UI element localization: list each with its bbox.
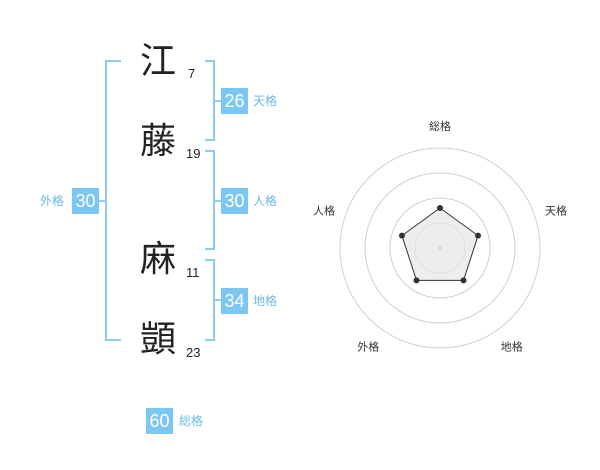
- name-char-1: 江: [140, 41, 177, 82]
- radar-label-5: 人格: [313, 203, 335, 217]
- radar-point-4: [413, 277, 420, 284]
- radar-point-2: [475, 232, 482, 239]
- jinkaku-connector: [214, 200, 222, 202]
- gaikaku-value: 30: [72, 188, 99, 214]
- chikaku-connector: [214, 299, 222, 301]
- radar-point-1: [437, 205, 443, 211]
- name-char-3: 麻: [140, 239, 177, 280]
- radar-ring-4: [339, 147, 541, 349]
- gaikaku-label: 外格: [40, 194, 65, 208]
- soukaku-label: 総格: [179, 414, 204, 428]
- radar-label-3: 地格: [501, 340, 523, 354]
- chikaku-label: 地格: [253, 294, 278, 308]
- radar-area: [401, 207, 479, 281]
- radar-label-4: 外格: [357, 340, 379, 354]
- stroke-count-1: 7: [188, 66, 196, 81]
- tenkaku-value: 26: [221, 88, 248, 114]
- radar-ring-3: [364, 172, 516, 324]
- radar-label-2: 天格: [545, 203, 567, 217]
- jinkaku-value: 30: [221, 188, 248, 214]
- radar-label-1: 総格: [429, 119, 451, 133]
- soukaku-value: 60: [146, 408, 173, 434]
- stroke-count-3: 11: [186, 265, 200, 280]
- name-char-2: 藤: [140, 121, 177, 162]
- jinkaku-label: 人格: [253, 194, 278, 208]
- radar-point-3: [460, 277, 467, 284]
- radar-point-5: [398, 232, 405, 239]
- stroke-count-2: 19: [186, 146, 201, 161]
- tenkaku-connector: [214, 100, 222, 102]
- tenkaku-label: 天格: [253, 94, 278, 108]
- gaikaku-connector: [98, 200, 106, 202]
- chikaku-value: 34: [221, 288, 248, 314]
- radar-ring-2: [389, 197, 491, 299]
- stroke-count-4: 23: [186, 345, 201, 360]
- name-char-4: 顗: [140, 319, 177, 360]
- gaikaku-bracket: [105, 60, 121, 341]
